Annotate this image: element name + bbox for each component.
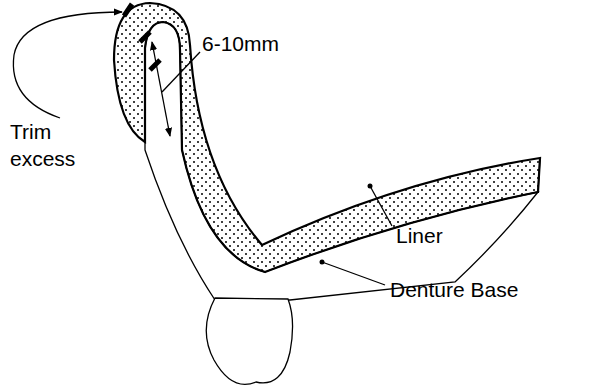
base-leader	[322, 262, 385, 285]
base-label: Denture Base	[390, 276, 570, 303]
trim-arrow	[13, 12, 122, 118]
liner	[114, 3, 540, 272]
liner-right-end	[538, 158, 540, 192]
trim-label: Trim excess	[10, 118, 90, 173]
dimension-leader	[162, 52, 200, 92]
trim-marks	[124, 4, 160, 70]
liner-label: Liner	[396, 222, 486, 249]
base-dot	[320, 260, 325, 265]
liner-leader	[370, 186, 392, 226]
liner-dot	[368, 184, 373, 189]
tooth	[206, 298, 292, 384]
dimension-arrow	[152, 42, 170, 136]
dimension-label: 6-10mm	[202, 30, 312, 57]
